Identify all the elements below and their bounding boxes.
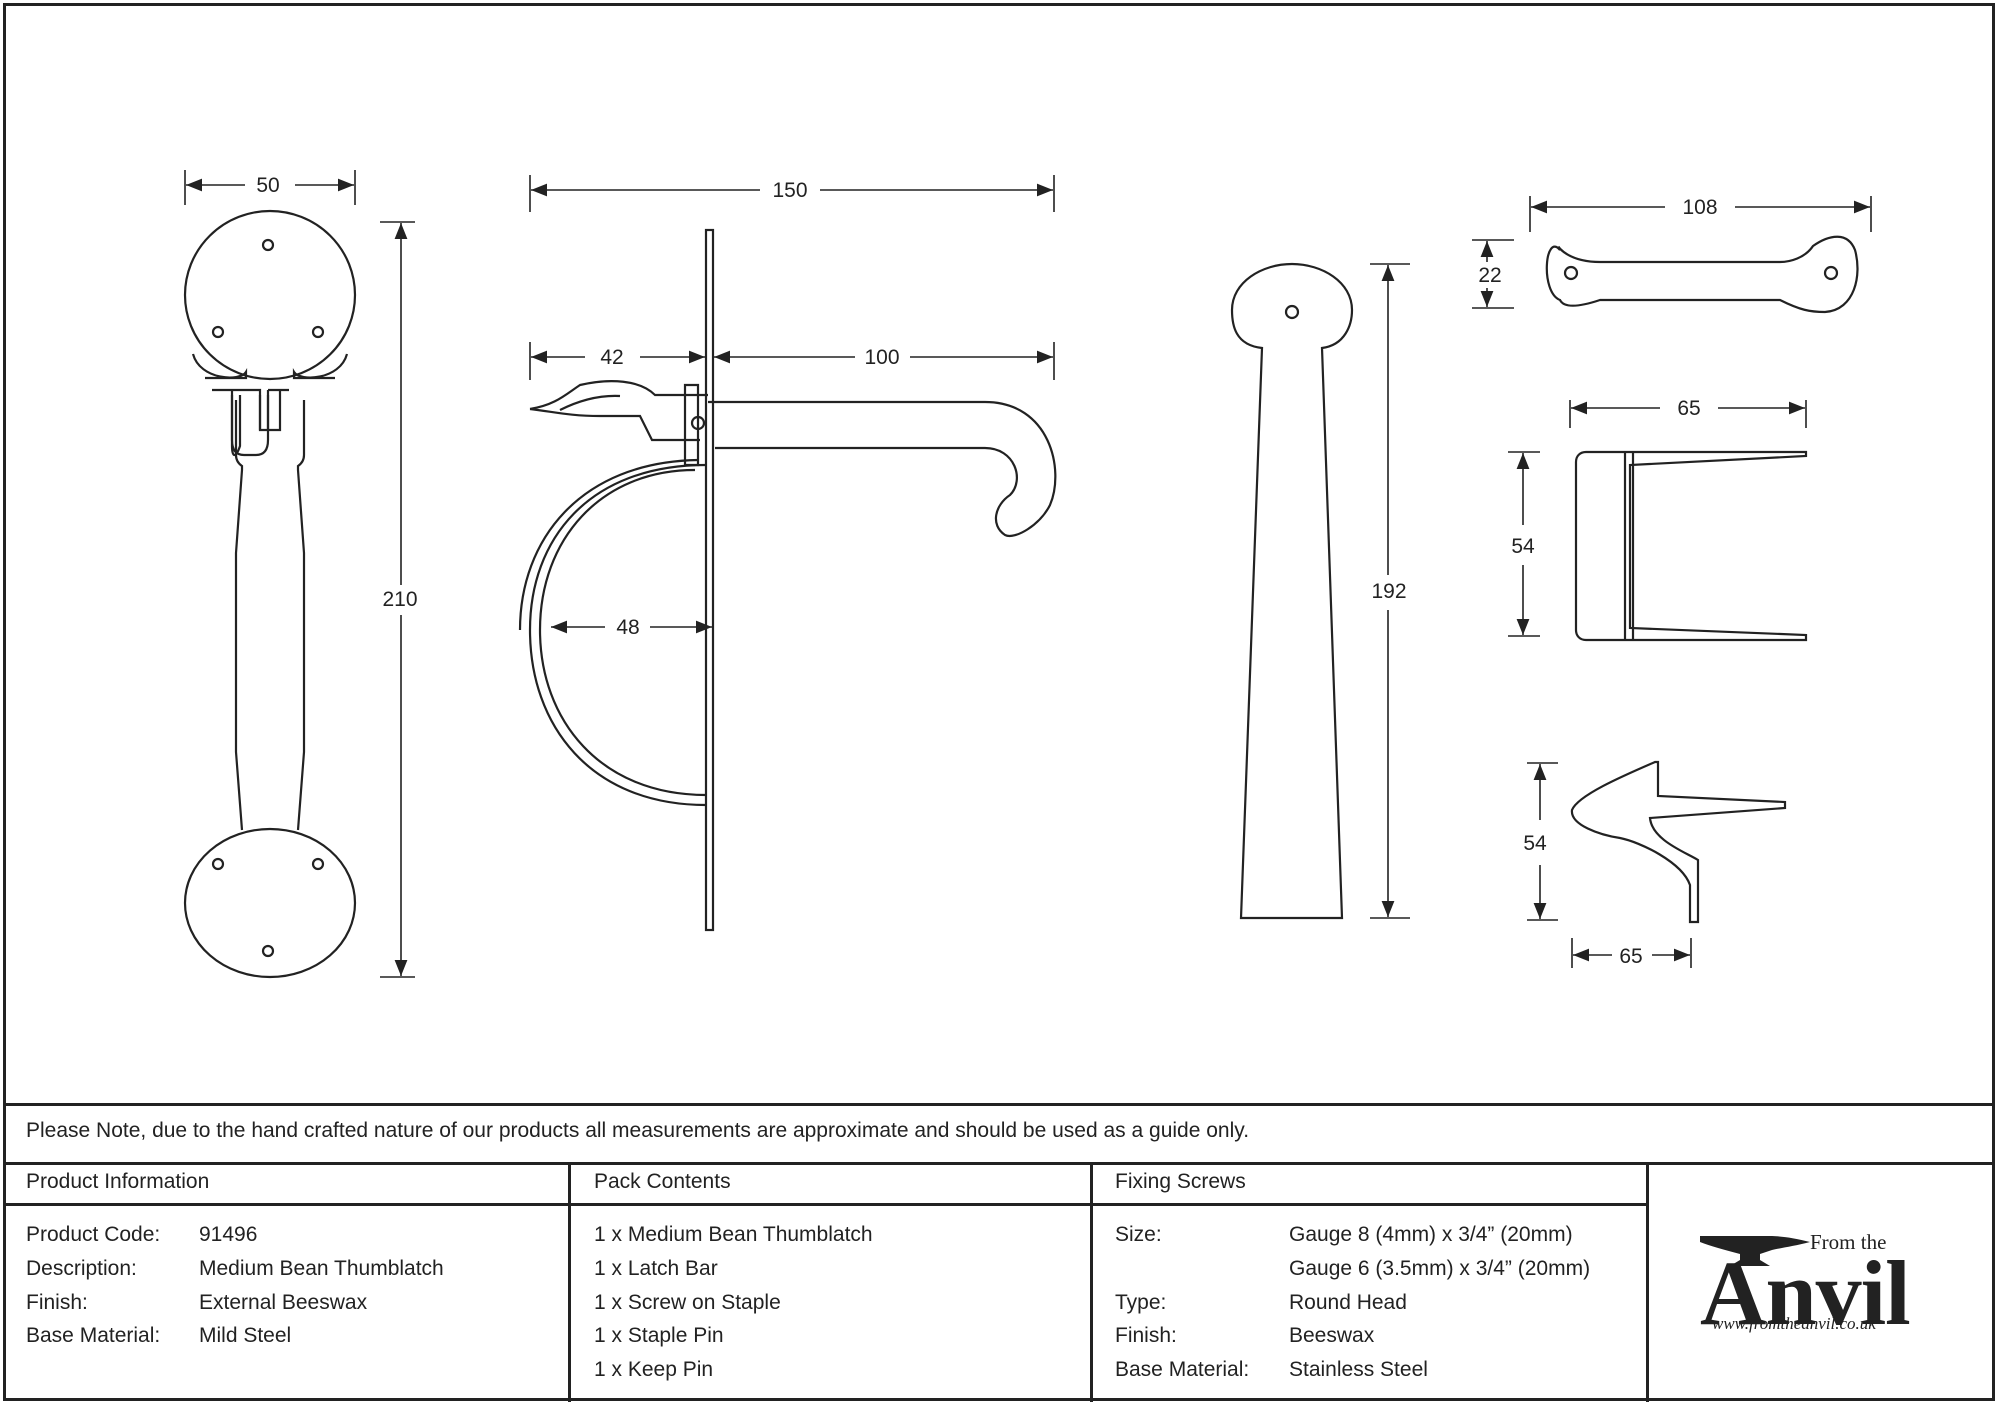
dim-keep-width: 65	[1677, 397, 1700, 420]
screw-finish-label: Finish:	[1115, 1324, 1177, 1347]
dim-staple-width: 108	[1682, 196, 1717, 219]
pack-item: 1 x Medium Bean Thumblatch	[594, 1223, 873, 1246]
product-code-label: Product Code:	[26, 1223, 161, 1246]
anvil-icon	[1700, 1236, 1810, 1266]
divider-headings	[3, 1203, 1649, 1206]
divider-note-top	[3, 1103, 1995, 1106]
latch-drawing	[518, 228, 1057, 932]
dim-staple-height: 22	[1478, 264, 1501, 287]
product-code-value: 91496	[199, 1223, 258, 1246]
pack-item: 1 x Screw on Staple	[594, 1291, 781, 1314]
pack-item: 1 x Latch Bar	[594, 1257, 718, 1280]
disclaimer-note: Please Note, due to the hand crafted nat…	[26, 1119, 1250, 1142]
dim-latch-right: 100	[864, 346, 899, 369]
fixing-screws-heading: Fixing Screws	[1115, 1170, 1246, 1193]
pack-item: 1 x Staple Pin	[594, 1324, 724, 1347]
screw-finish-value: Beeswax	[1289, 1324, 1375, 1347]
description-label: Description:	[26, 1257, 137, 1280]
finish-value: External Beeswax	[199, 1291, 368, 1314]
divider-col-2	[1090, 1162, 1093, 1402]
dim-latch-overall: 150	[772, 179, 807, 202]
dim-handle-height: 210	[382, 588, 417, 611]
dim-latch-left: 42	[600, 346, 623, 369]
technical-drawing: 50 210 150 42 100 48 192 108 22 65 54 54…	[183, 170, 1872, 979]
dim-pin-width: 65	[1619, 945, 1642, 968]
finish-label: Finish:	[26, 1291, 88, 1314]
keep-drawing	[1574, 450, 1808, 642]
pack-item: 1 x Keep Pin	[594, 1358, 714, 1381]
dim-pin-height: 54	[1523, 832, 1547, 855]
screw-size-label: Size:	[1115, 1223, 1162, 1246]
staple-drawing	[1545, 235, 1859, 314]
brand-logo: From the Anvil www.fromtheanvil.co.uk	[1700, 1222, 1960, 1344]
divider-note-bottom	[3, 1162, 1995, 1165]
product-info-heading: Product Information	[26, 1170, 210, 1193]
screw-material-label: Base Material:	[1115, 1358, 1250, 1381]
dim-latch-inner: 48	[616, 616, 639, 639]
screw-type-value: Round Head	[1289, 1291, 1407, 1314]
dim-keep-height: 54	[1511, 535, 1535, 558]
dim-handle-width: 50	[256, 174, 279, 197]
pack-contents-heading: Pack Contents	[594, 1170, 731, 1193]
logo-url: www.fromtheanvil.co.uk	[1712, 1314, 1876, 1333]
logo-small-text: From the	[1810, 1230, 1887, 1254]
handle-drawing	[183, 209, 357, 979]
latch-bar-drawing	[1230, 262, 1354, 920]
staple-pin-drawing	[1570, 760, 1787, 924]
description-value: Medium Bean Thumblatch	[199, 1257, 444, 1280]
divider-col-3	[1646, 1162, 1649, 1402]
screw-type-label: Type:	[1115, 1291, 1167, 1314]
base-material-value: Mild Steel	[199, 1324, 292, 1347]
screw-size-value-2: Gauge 6 (3.5mm) x 3/4” (20mm)	[1289, 1257, 1591, 1280]
divider-col-1	[568, 1162, 571, 1402]
logo-wordmark: Anvil	[1700, 1242, 1911, 1344]
screw-size-value-1: Gauge 8 (4mm) x 3/4” (20mm)	[1289, 1223, 1573, 1246]
sheet-border	[3, 3, 1995, 1401]
screw-material-value: Stainless Steel	[1289, 1358, 1428, 1381]
base-material-label: Base Material:	[26, 1324, 161, 1347]
dimension-lines	[184, 170, 1872, 978]
dim-bar-height: 192	[1371, 580, 1406, 603]
